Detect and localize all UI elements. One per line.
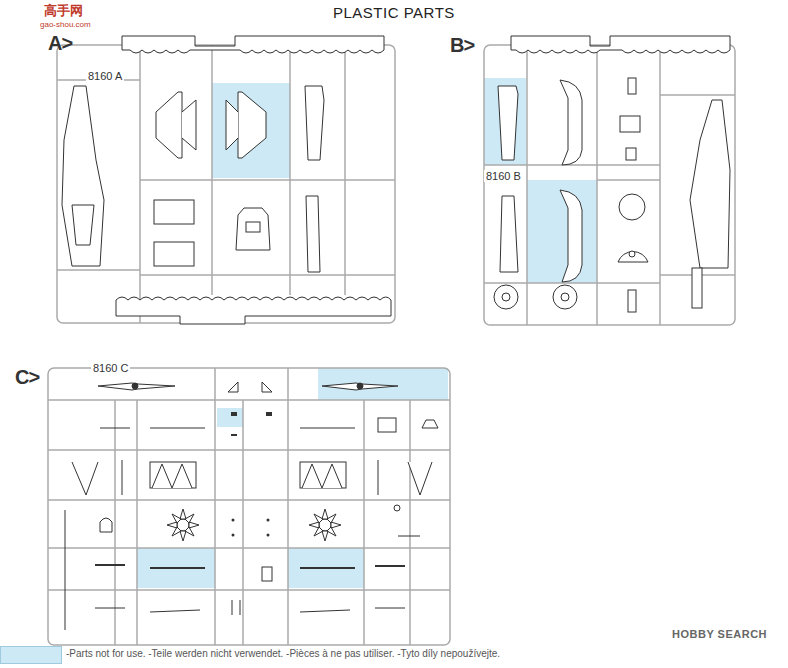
watermark: 高手网: [44, 2, 83, 20]
sprue-letter: B>: [450, 34, 474, 57]
sprue-code: 8160 B: [484, 170, 523, 182]
legend-text: -Parts not for use. -Teile werden nicht …: [66, 648, 500, 659]
sprue-letter: A>: [48, 32, 72, 55]
legend-swatch: [0, 646, 62, 664]
watermark: HOBBY SEARCH: [672, 628, 767, 640]
diagram-title: PLASTIC PARTS: [333, 4, 455, 21]
watermark-url: gao-shou.com: [40, 20, 91, 29]
sprue-code: 8160 C: [91, 362, 130, 374]
sprue-region: C> 8160 C: [15, 362, 455, 648]
sprue-letter: C>: [15, 366, 39, 389]
sprue-region: A> 8160 A: [48, 28, 398, 328]
sprue-code: 8160 A: [86, 70, 124, 82]
sprue-region: B> 8160 B: [450, 28, 740, 328]
